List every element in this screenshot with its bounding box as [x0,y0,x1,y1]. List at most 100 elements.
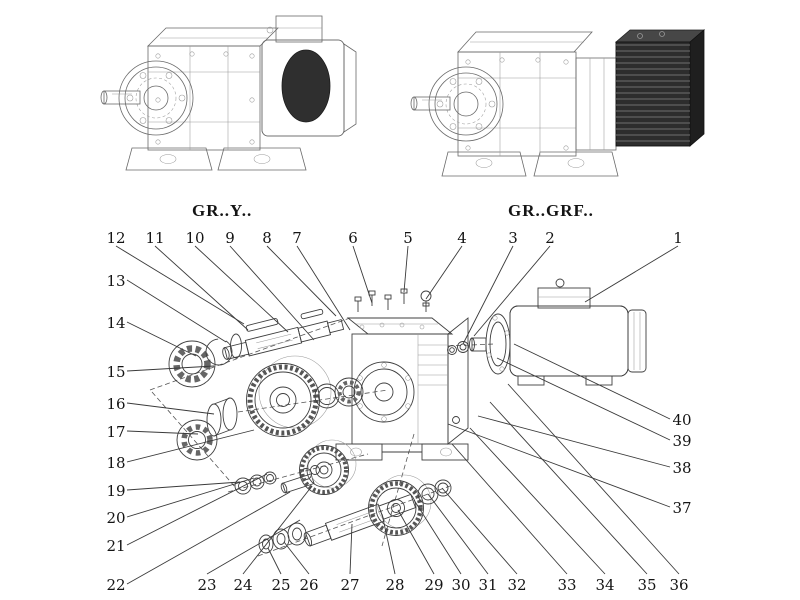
part-number-10: 10 [185,229,204,247]
snap-ring [205,338,233,366]
part-number-21: 21 [106,537,125,555]
part-number-34: 34 [595,576,614,594]
part-number-30: 30 [451,576,470,594]
part-number-28: 28 [385,576,404,594]
leader-line-27 [349,523,353,575]
callout-2: 2 [473,229,555,337]
part-number-7: 7 [292,229,302,247]
leader-line-10 [194,245,289,333]
callout-38: 38 [477,415,692,477]
part-number-9: 9 [225,229,235,247]
leader-line-2 [473,245,551,337]
callout-26: 26 [283,541,319,594]
motor-body [509,278,647,386]
callout-28: 28 [381,513,405,594]
leader-line-14 [126,321,197,357]
leader-line-34 [469,427,606,575]
leader-line-35 [489,401,648,575]
part-number-2: 2 [545,229,555,247]
leader-line-40 [513,343,671,420]
leader-line-21 [126,473,268,546]
output-shaft [410,96,451,111]
terminal-box [275,15,323,43]
housing-base-feet [335,443,469,461]
callout-7: 7 [292,229,351,331]
callout-27: 27 [340,523,360,594]
upper-shaft-assembly [222,308,345,360]
leader-line-22 [126,491,291,585]
part-number-15: 15 [106,363,125,381]
callout-10: 10 [185,229,289,333]
callout-6: 6 [348,229,373,304]
output-gear [368,474,432,536]
callout-4: 4 [425,229,467,300]
callout-25: 25 [267,547,291,594]
callout-37: 37 [447,423,692,517]
leader-line-5 [403,245,409,293]
part-number-33: 33 [557,576,576,594]
callout-14: 14 [106,314,197,357]
leader-line-36 [507,383,680,575]
leader-line-29 [397,509,435,575]
part-number-1: 1 [673,229,683,247]
leader-line-32 [441,487,518,575]
callout-3: 3 [462,229,518,345]
mounting-feet [441,151,619,177]
leader-line-37 [447,423,671,508]
part-number-38: 38 [672,459,691,477]
part-number-24: 24 [233,576,252,594]
callout-15: 15 [106,363,215,381]
part-number-26: 26 [299,576,318,594]
callout-23: 23 [197,519,301,594]
leader-line-23 [206,519,301,575]
shaft-key [300,308,324,320]
motor-body-shadow [281,49,331,123]
part-number-3: 3 [508,229,518,247]
mounting-feet [125,147,307,171]
callout-32: 32 [441,487,527,594]
callout-1: 1 [584,229,683,303]
leader-line-39 [496,357,671,441]
leader-line-13 [126,279,227,343]
part-number-39: 39 [672,432,691,450]
ball-bearing [176,419,218,461]
callout-39: 39 [496,357,692,450]
callout-19: 19 [106,481,241,500]
part-number-19: 19 [106,482,125,500]
washer [249,474,265,490]
leader-line-3 [462,245,514,345]
output-flange [118,60,194,136]
part-number-35: 35 [637,576,656,594]
part-number-31: 31 [478,576,497,594]
intermediate-gear [299,439,357,495]
bolt [354,296,362,312]
terminal-box [537,287,591,309]
output-flange [428,66,504,142]
leader-line-24 [242,485,313,575]
callout-11: 11 [145,229,249,331]
leader-line-18 [126,429,255,463]
leader-line-1 [584,245,679,303]
lifting-eye [555,278,565,288]
leader-line-12 [115,245,245,325]
callout-30: 30 [413,499,471,594]
leader-line-28 [381,513,396,575]
part-number-11: 11 [145,229,164,247]
bearing-ring [434,479,452,497]
leader-line-25 [267,547,282,575]
part-number-13: 13 [106,272,125,290]
callout-17: 17 [106,423,199,441]
adapter-housing [575,57,617,151]
washer [457,341,469,353]
part-number-20: 20 [106,509,125,527]
bolt [368,290,376,306]
assembled-view-gr-grf [410,29,706,177]
finned-drive-unit [614,29,706,147]
leader-line-31 [427,493,489,575]
part-number-6: 6 [348,229,358,247]
part-number-8: 8 [262,229,272,247]
part-number-5: 5 [403,229,413,247]
motor [261,15,357,137]
callout-5: 5 [403,229,413,293]
